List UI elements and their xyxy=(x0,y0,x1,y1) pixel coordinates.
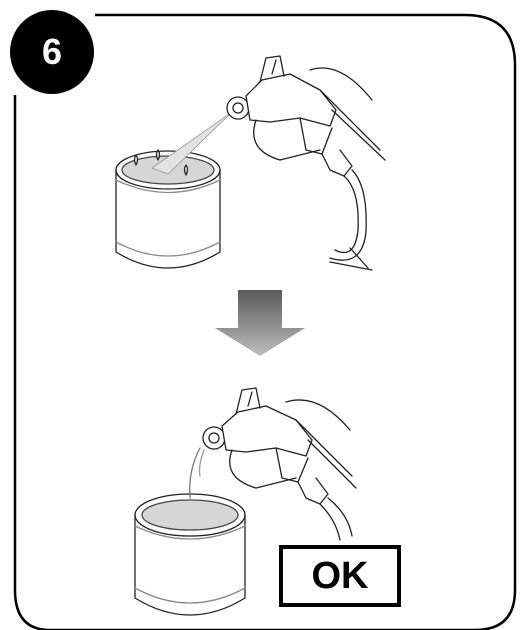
paint-can-bottom xyxy=(135,494,245,615)
spray-gun-spraying-illustration xyxy=(116,56,385,270)
ok-label: OK xyxy=(279,545,401,607)
down-arrow-icon xyxy=(215,290,305,356)
drip-stream xyxy=(190,448,200,498)
step-number: 6 xyxy=(10,10,94,94)
spray-gun-top xyxy=(227,56,385,270)
